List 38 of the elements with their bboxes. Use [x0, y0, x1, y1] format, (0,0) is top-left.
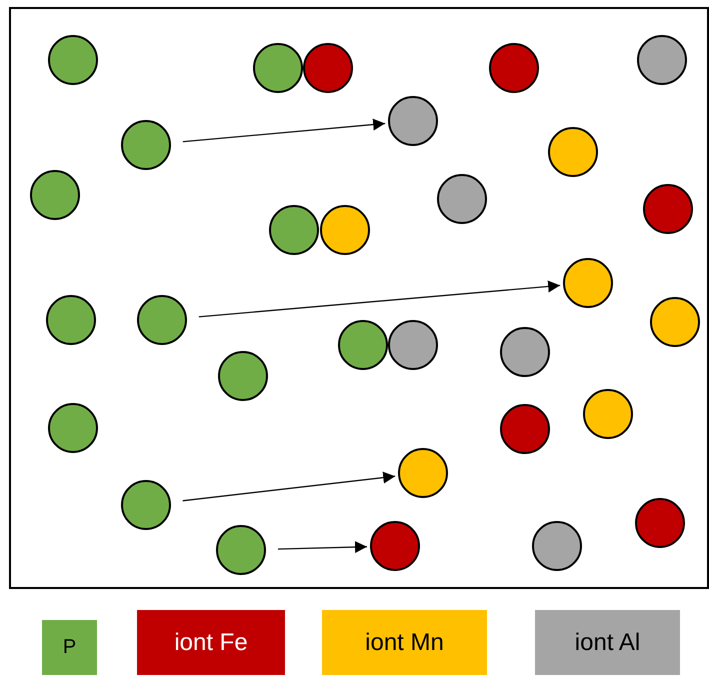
- particle-circle: [370, 521, 420, 571]
- particle-circle: [388, 96, 438, 146]
- particle-circle: [269, 205, 319, 255]
- particle-circle: [137, 295, 187, 345]
- particle-circle: [500, 404, 550, 454]
- arrow: [278, 541, 368, 554]
- particle-circle: [48, 35, 98, 85]
- legend-label: iont Fe: [174, 628, 248, 656]
- particle-circle: [500, 327, 550, 377]
- particle-circle: [253, 43, 303, 93]
- particle-circle: [216, 525, 266, 575]
- particle-circle: [303, 43, 353, 93]
- particle-circle: [532, 521, 582, 571]
- particle-circle: [437, 174, 487, 224]
- particle-circle: [218, 351, 268, 401]
- particle-circle: [398, 448, 448, 498]
- particle-circle: [489, 43, 539, 93]
- particle-circle: [643, 184, 693, 234]
- particle-circle: [548, 127, 598, 177]
- legend-label: P: [62, 636, 76, 659]
- particle-circle: [48, 403, 98, 453]
- arrow: [198, 280, 560, 318]
- particle-circle: [30, 170, 80, 220]
- legend-label: iont Al: [574, 628, 640, 656]
- particle-circle: [635, 498, 685, 548]
- particle-circle: [583, 389, 633, 439]
- legend-label: iont Mn: [365, 628, 444, 656]
- particle-circle: [46, 295, 96, 345]
- particle-circle: [121, 120, 171, 170]
- particle-circle: [121, 480, 171, 530]
- particle-circle: [650, 297, 700, 347]
- arrow: [182, 118, 386, 142]
- arrow: [182, 472, 396, 502]
- particle-circle: [388, 320, 438, 370]
- particle-circle: [563, 258, 613, 308]
- particle-circle: [637, 35, 687, 85]
- particle-circle: [338, 320, 388, 370]
- particle-circle: [320, 205, 370, 255]
